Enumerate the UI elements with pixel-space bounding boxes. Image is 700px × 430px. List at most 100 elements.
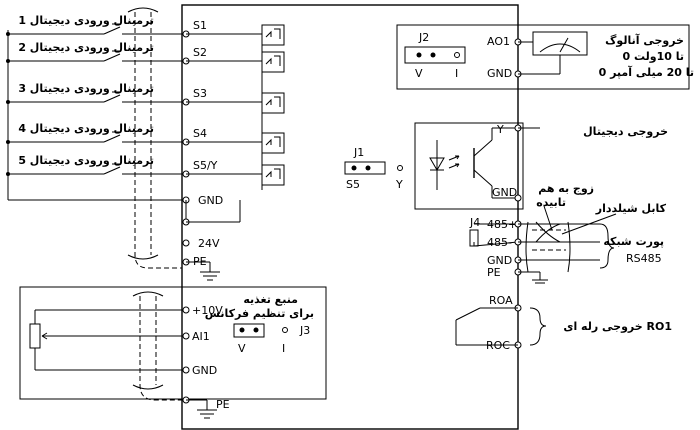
j2-v-label: V (415, 67, 423, 80)
analog-box (396, 24, 690, 90)
v10-terminal (182, 306, 190, 314)
light-arrows (448, 155, 460, 169)
input-opto-5 (261, 164, 285, 186)
power-box (19, 286, 327, 400)
ai-gnd-terminal (182, 366, 190, 374)
optocoupler-box (414, 122, 524, 210)
v24-terminal (182, 239, 190, 247)
input-opto-symbol-4 (265, 136, 281, 147)
input-junction-5 (6, 172, 10, 176)
twisted-pointer (543, 205, 553, 231)
j3-i-label: I (282, 342, 285, 355)
j3-pin-i (282, 327, 288, 333)
j3-pin-mid (253, 327, 259, 333)
j3-label: J3 (299, 324, 310, 337)
transistor-emitter (473, 169, 493, 187)
input-junction-2 (6, 59, 10, 63)
input-switch-3 (103, 94, 121, 103)
rs485-name: RS485 (626, 252, 662, 265)
j2-jumper (404, 46, 466, 64)
rs485-gnd-label: GND (487, 254, 512, 267)
j3-v-label: V (238, 342, 246, 355)
j2-pin-i (454, 52, 460, 58)
led-symbol (429, 157, 445, 171)
input-opto-symbol-5 (265, 168, 281, 179)
potentiometer (29, 323, 41, 349)
input-shield-a (134, 12, 182, 269)
cable-shield-right (567, 221, 571, 273)
j2-i-label: I (455, 67, 458, 80)
j4-label: J4 (469, 216, 480, 229)
input-terminal-label-3: S3 (193, 87, 207, 100)
j1-pin-s5 (351, 165, 357, 171)
rs485-pe-label: PE (487, 266, 501, 279)
shield-cap-bottom (127, 254, 159, 260)
power-title-1: منبع تغذیه (243, 293, 298, 306)
j3-jumper (233, 323, 265, 338)
input-switch-4 (103, 134, 121, 143)
twist-1 (535, 221, 561, 243)
input-opto-1 (261, 24, 285, 46)
rs485-port-label: پورت شبکه (603, 235, 664, 248)
analog-range-1: 0 تا 10ولت (622, 50, 684, 63)
gnd-label: GND (198, 194, 223, 207)
analog-title: خروجی آنالوگ (605, 33, 684, 47)
input-opto-4 (261, 132, 285, 154)
input-label-5: ترمینال ورودی دیجیتال 5 (18, 154, 154, 167)
input-label-4: ترمینال ورودی دیجیتال 4 (18, 122, 154, 135)
power-title-2: برای تنظیم فرکانس (205, 307, 314, 320)
input-switch-1 (103, 26, 121, 35)
rs485-plus-label: 485+ (487, 218, 517, 231)
pot-shield-a (139, 296, 186, 401)
j4-to-minus (473, 241, 519, 247)
input-opto-symbol-2 (265, 55, 281, 66)
j2-pin-mid (430, 52, 436, 58)
pot-shield-cap-b (132, 384, 164, 390)
relay-contact (455, 307, 481, 321)
roa-label: ROA (489, 294, 513, 307)
meter (532, 31, 588, 56)
meter-needle (559, 37, 569, 53)
j1-y-label: Y (395, 178, 403, 191)
ao1-label: AO1 (487, 35, 510, 48)
out-gnd-terminal (514, 194, 522, 202)
input-switch-5 (103, 166, 121, 175)
v10-label: +10V (192, 304, 223, 317)
j1-label: J1 (353, 146, 364, 159)
input-junction-1 (6, 32, 10, 36)
cable-shield-left (525, 221, 529, 273)
rs485-brace (599, 223, 615, 269)
input-opto-3 (261, 92, 285, 114)
cable-label: کابل شیلددار (595, 202, 667, 215)
y-label: Y (496, 123, 504, 136)
input-terminal-label-2: S2 (193, 46, 207, 59)
input-junction-4 (6, 140, 10, 144)
transistor-collector (473, 139, 493, 157)
ai-gnd-label: GND (192, 364, 217, 377)
input-opto-symbol-3 (265, 96, 281, 107)
meter-arc (539, 43, 581, 53)
out-gnd-label: GND (492, 186, 517, 199)
input-terminal-label-5: S5/Y (193, 159, 218, 172)
wiper-arrow (41, 332, 48, 340)
digital-out-label: خروجی دیجیتال (583, 125, 668, 138)
twist-2 (535, 223, 561, 243)
ai1-label: AI1 (192, 330, 210, 343)
j3-pin-v (239, 327, 245, 333)
j2-pin-v (416, 52, 422, 58)
j1-s5-label: S5 (346, 178, 360, 191)
pot-shield-cap (132, 291, 164, 297)
analog-gnd-label: GND (487, 67, 512, 80)
digital-inputs: ترمینال ورودی دیجیتال 1 S1 ترمینال ورودی د… (6, 14, 285, 190)
v24-label: 24V (198, 237, 220, 250)
pe-bottom-label: PE (216, 398, 230, 411)
input-terminal-label-4: S4 (193, 127, 207, 140)
input-switch-2 (103, 53, 121, 62)
input-label-3: ترمینال ورودی دیجیتال 3 (18, 82, 154, 95)
drive-frame (181, 4, 519, 430)
input-terminal-label-1: S1 (193, 19, 207, 32)
input-label-1: ترمینال ورودی دیجیتال 1 (18, 14, 154, 27)
ai1-terminal (182, 332, 190, 340)
j1-pin-y (397, 165, 403, 171)
